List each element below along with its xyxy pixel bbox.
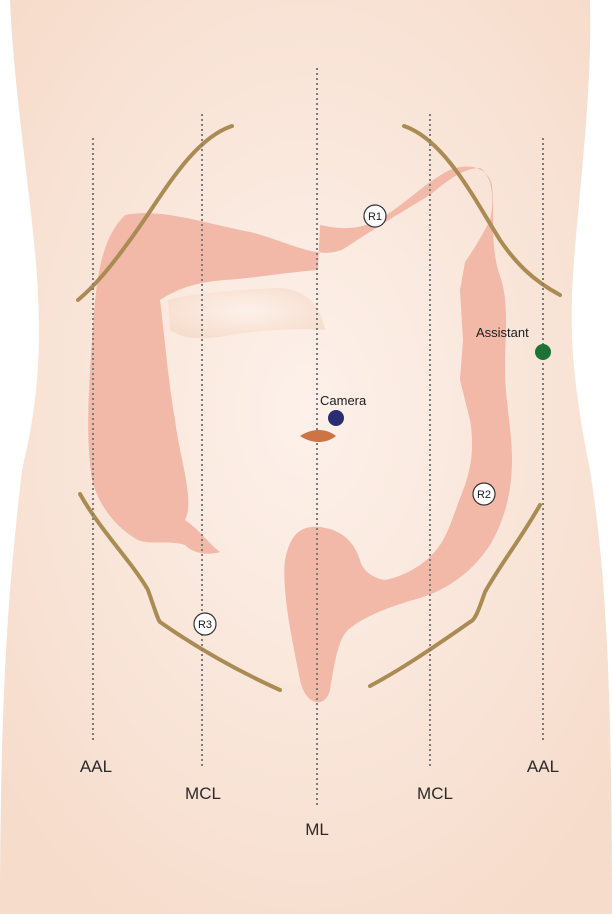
label-mcl-right: MCL bbox=[185, 784, 221, 803]
robotic-port-r3: R3 bbox=[194, 613, 216, 635]
label-ml: ML bbox=[305, 820, 329, 839]
label-mcl-left: MCL bbox=[417, 784, 453, 803]
label-aal-left: AAL bbox=[527, 757, 559, 776]
r2-label: R2 bbox=[477, 489, 491, 501]
robotic-port-r2: R2 bbox=[473, 483, 495, 505]
camera-port-icon bbox=[328, 410, 344, 426]
camera-port-label: Camera bbox=[320, 393, 367, 408]
assistant-port-label: Assistant bbox=[476, 325, 529, 340]
assistant-port-icon bbox=[535, 344, 551, 360]
r3-label: R3 bbox=[198, 619, 212, 631]
label-aal-right: AAL bbox=[80, 757, 112, 776]
robotic-port-r1: R1 bbox=[364, 205, 386, 227]
r1-label: R1 bbox=[368, 211, 382, 223]
